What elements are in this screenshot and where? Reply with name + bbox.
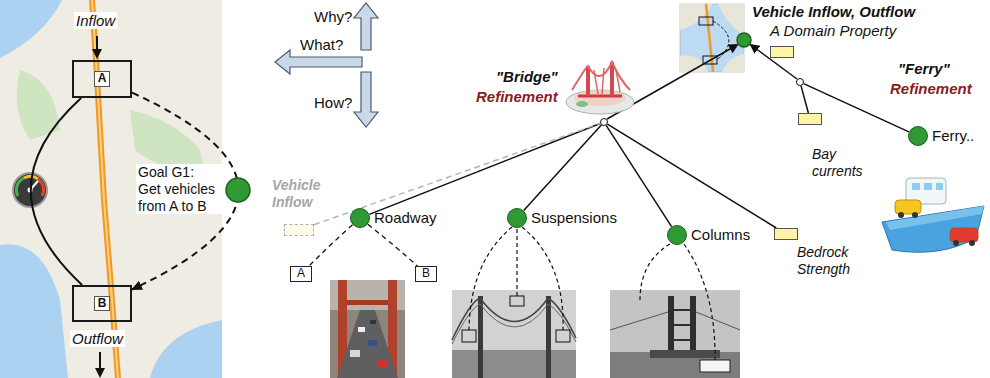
node-rect	[798, 113, 822, 125]
roadway-photo	[330, 280, 405, 378]
node-label: "Ferry"	[898, 60, 950, 78]
map-box: A	[72, 60, 132, 98]
domain-property: Vehicle Inflow, OutflowA Domain Property	[752, 3, 915, 58]
goal-dot	[226, 178, 250, 202]
node-rect	[770, 46, 794, 58]
node-label: Bay currents	[812, 146, 878, 180]
node-label: Vehicle Inflow	[272, 177, 334, 211]
map-box: B	[72, 285, 132, 322]
node-rect	[774, 228, 798, 240]
goal-circle: Roadway	[350, 208, 437, 228]
connector	[607, 124, 776, 228]
connector	[368, 224, 418, 266]
goal-circle: Suspensions	[507, 208, 617, 228]
refinement: "Bridge" Refinement	[476, 68, 608, 126]
goal-circle: Ferry..	[908, 126, 974, 146]
text-label: Inflow	[74, 12, 117, 29]
node-circle	[667, 225, 687, 245]
node-label: "Bridge"	[496, 68, 558, 86]
text-label: How?	[312, 94, 354, 111]
refinement: "Ferry" Refinement	[796, 60, 972, 98]
agent-box: A	[290, 266, 312, 282]
direction-arrows	[275, 3, 378, 127]
thumbnail-map	[680, 4, 744, 72]
node-circle	[350, 208, 370, 228]
node-rect	[284, 224, 314, 236]
node-label: Columns	[691, 226, 750, 244]
node-circle	[796, 78, 804, 86]
node-label: Roadway	[374, 209, 437, 227]
text-label: What?	[298, 36, 345, 53]
node-label: Refinement	[476, 88, 558, 106]
node-label: A Domain Property	[770, 22, 896, 40]
cake-image	[566, 62, 634, 114]
node-label: Vehicle Inflow, Outflow	[752, 3, 915, 21]
node-circle	[507, 208, 527, 228]
goal-dot	[737, 33, 751, 47]
connector	[132, 93, 239, 290]
connector	[369, 123, 600, 214]
node-label: Bedrock Strength	[797, 244, 867, 278]
connector	[31, 98, 82, 285]
node-circle	[600, 118, 608, 126]
greyed-property: Vehicle Inflow	[272, 177, 334, 236]
box-label: A	[297, 267, 305, 280]
columns-photo	[610, 244, 740, 378]
node-circle	[908, 126, 928, 146]
connector	[524, 125, 602, 211]
connector	[801, 86, 808, 113]
node-label: Suspensions	[531, 209, 617, 227]
node-label: Ferry..	[932, 127, 974, 145]
text-label: Outflow	[70, 330, 125, 347]
map	[0, 0, 222, 378]
agent-box: B	[415, 266, 437, 282]
domain-property: Bedrock Strength	[774, 228, 867, 278]
domain-property: Bay currents	[798, 113, 878, 180]
suspension-photo	[452, 227, 576, 378]
node-label: Refinement	[890, 80, 972, 98]
text-label: Goal G1: Get vehicles from A to B	[136, 164, 222, 214]
box-label: B	[94, 296, 111, 312]
refinement-arrow	[751, 45, 797, 79]
box-label: A	[94, 71, 111, 87]
text-label: Why?	[312, 8, 354, 25]
connector	[309, 225, 353, 266]
box-label: B	[422, 267, 430, 280]
goal-circle: Columns	[667, 225, 750, 245]
ferry-toy	[882, 178, 984, 252]
